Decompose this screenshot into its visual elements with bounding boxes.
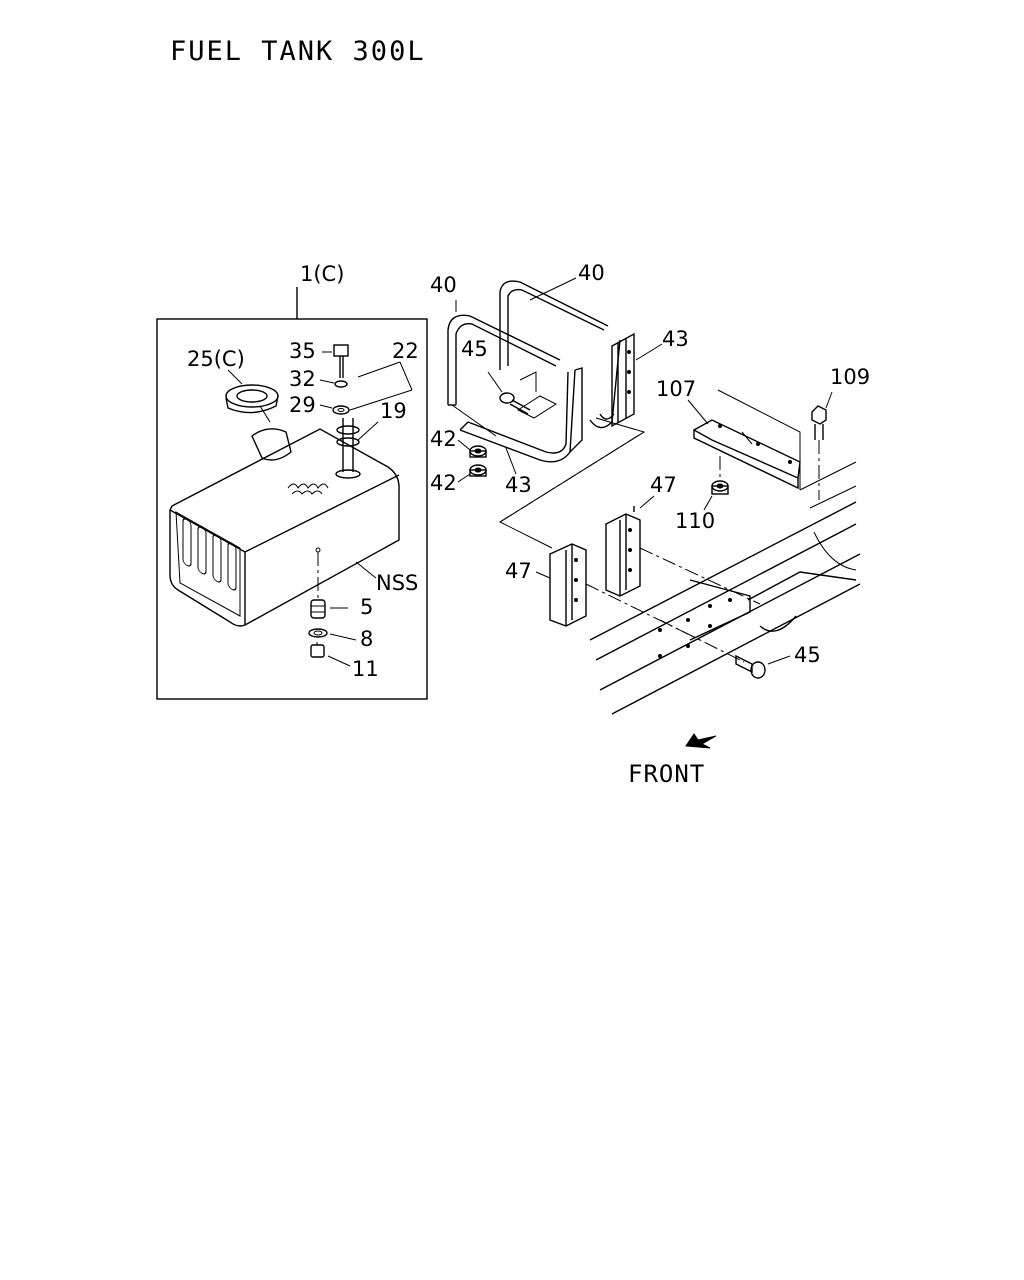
callout-5: 5 [360, 595, 373, 619]
callout-43-upright: 43 [662, 327, 689, 351]
callout-40-front: 40 [430, 273, 457, 297]
washer-29 [332, 405, 350, 415]
bolt-35 [333, 344, 349, 378]
bolt-45-lower [735, 654, 766, 679]
nut-110 [711, 456, 729, 495]
callout-29: 29 [289, 393, 316, 417]
callout-22: 22 [392, 339, 419, 363]
front-label: FRONT [628, 760, 705, 788]
bracket-43-upright [611, 332, 635, 428]
callout-8: 8 [360, 627, 373, 651]
bolt-45-upper [499, 392, 531, 415]
callout-107: 107 [656, 377, 696, 401]
bolt-109 [811, 405, 827, 500]
front-arrow-icon [685, 733, 717, 749]
callout-43-lower: 43 [505, 473, 532, 497]
callout-25c: 25(C) [187, 347, 245, 371]
bracket-47-rear [605, 506, 641, 597]
callout-47-front: 47 [505, 559, 532, 583]
tank-assembly-frame [156, 318, 428, 700]
callout-110: 110 [675, 509, 715, 533]
callout-47-rear: 47 [650, 473, 677, 497]
plug-11 [310, 642, 325, 658]
fuel-tank [169, 418, 400, 627]
nut-42-upper [469, 445, 487, 458]
callout-109: 109 [830, 365, 870, 389]
callout-45-upper: 45 [461, 337, 488, 361]
diagram-title: FUEL TANK 300L [170, 36, 426, 67]
filler-cap [225, 384, 279, 423]
callout-35: 35 [289, 339, 316, 363]
callout-42-lower: 42 [430, 471, 457, 495]
callout-40-rear: 40 [578, 261, 605, 285]
nut-42-lower [469, 464, 487, 477]
washer-8 [308, 628, 328, 638]
drain-plug-5 [310, 599, 326, 619]
bracket-47-front [549, 543, 587, 627]
callout-19: 19 [380, 399, 407, 423]
callout-11: 11 [352, 657, 379, 681]
callout-42-upper: 42 [430, 427, 457, 451]
bracket-107 [692, 389, 801, 490]
callout-32: 32 [289, 367, 316, 391]
callout-nss: NSS [376, 571, 418, 595]
strap-40-rear [499, 280, 609, 370]
washer-32 [334, 380, 348, 388]
callout-45-lower: 45 [794, 643, 821, 667]
frame-rail [589, 461, 861, 715]
callout-1c: 1(C) [300, 262, 344, 286]
